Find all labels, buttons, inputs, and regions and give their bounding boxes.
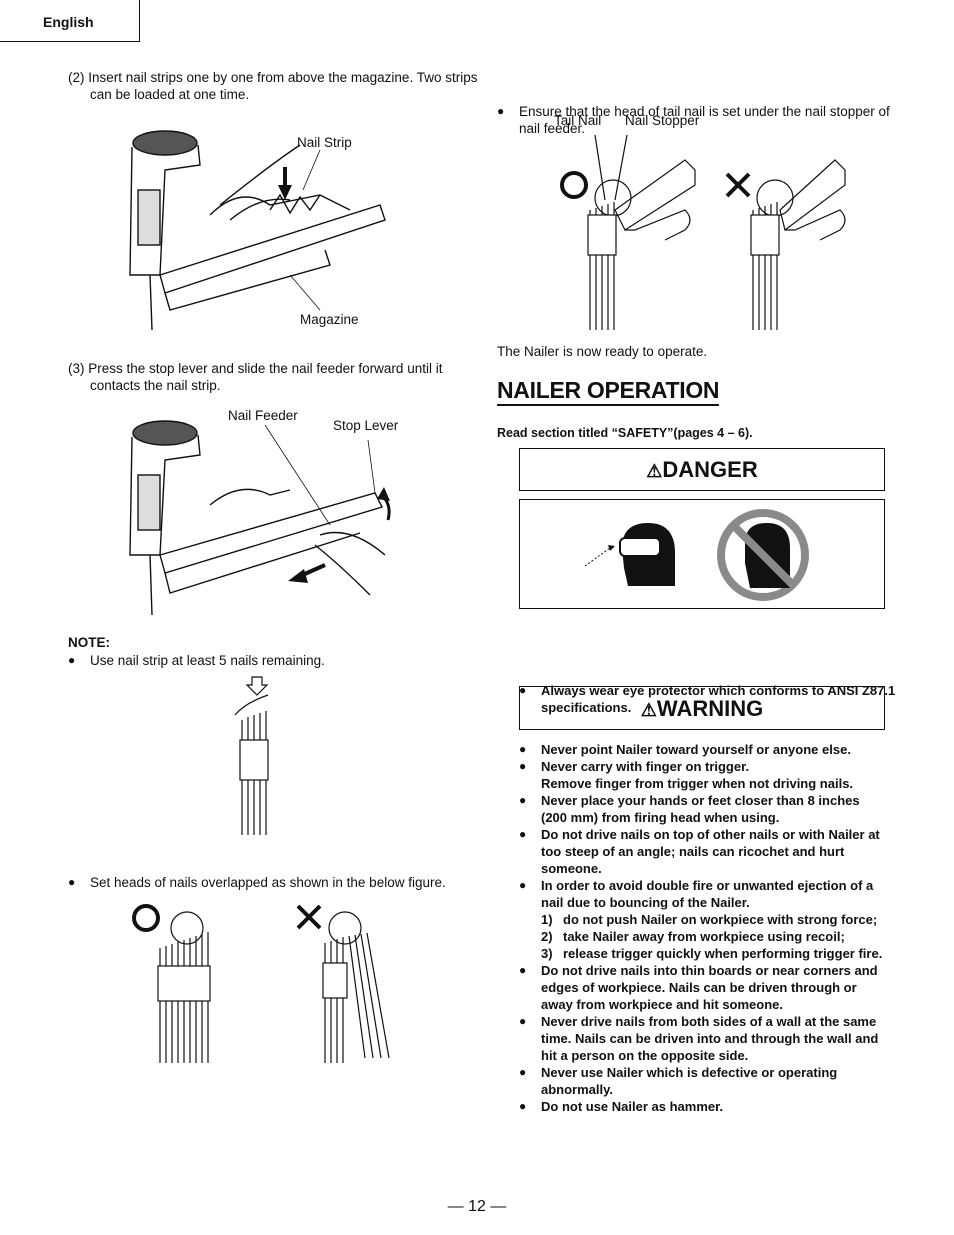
warning-subitem: 2)take Nailer away from workpiece using … — [541, 929, 845, 944]
warning-triangle-icon: ⚠ — [640, 700, 657, 720]
label-stop-lever: Stop Lever — [333, 418, 399, 433]
warning-item: In order to avoid double fire or unwante… — [519, 877, 885, 911]
warning-item: Never carry with finger on trigger. — [519, 758, 885, 775]
bullet-tail-nail: Ensure that the head of tail nail is set… — [497, 103, 909, 137]
label-tail-nail: Tail Nail — [554, 113, 602, 128]
figure-nail-feeder — [129, 420, 391, 616]
warning-item: Never place your hands or feet closer th… — [519, 792, 885, 826]
warning-item: Never use Nailer which is defective or o… — [519, 1064, 885, 1098]
section-title: NAILER OPERATION — [497, 377, 720, 406]
label-nail-stopper: Nail Stopper — [625, 113, 700, 128]
warning-item: Never drive nails from both sides of a w… — [519, 1013, 885, 1064]
warning-item: Never point Nailer toward yourself or an… — [519, 741, 885, 758]
figure-nail-strip-loading — [129, 130, 386, 331]
label-nail-strip: Nail Strip — [297, 135, 352, 150]
read-section-text: Read section titled “SAFETY”(pages 4 – 6… — [497, 426, 753, 440]
correct-mark-icon — [132, 904, 160, 932]
warning-triangle-icon: ⚠ — [646, 461, 663, 481]
page-number: — 12 — — [447, 1198, 507, 1215]
danger-box: ⚠DANGER — [519, 448, 885, 491]
note-item-1: Use nail strip at least 5 nails remainin… — [68, 652, 480, 669]
ready-text: The Nailer is now ready to operate. — [497, 344, 708, 359]
warning-item: Do not drive nails on top of other nails… — [519, 826, 885, 877]
warning-list: Never point Nailer toward yourself or an… — [519, 741, 885, 1115]
pictogram-box — [519, 499, 885, 609]
step-3: (3) Press the stop lever and slide the n… — [68, 361, 443, 393]
step-2: (2) Insert nail strips one by one from a… — [68, 70, 478, 102]
warning-item: Do not use Nailer as hammer. — [519, 1098, 885, 1115]
warning-box: ⚠WARNING — [519, 686, 885, 730]
note-item-2: Set heads of nails overlapped as shown i… — [68, 874, 480, 891]
language-label: English — [43, 14, 94, 30]
language-tab: English — [0, 0, 140, 42]
warning-item: Do not drive nails into thin boards or n… — [519, 962, 885, 1013]
figure-nail-heads-overlap — [132, 904, 390, 1063]
figure-tail-nail-stopper — [560, 134, 846, 330]
note-title: NOTE: — [68, 635, 110, 650]
label-nail-feeder: Nail Feeder — [228, 408, 298, 423]
eye-protection-icon — [584, 523, 675, 586]
danger-title: DANGER — [662, 457, 758, 482]
warning-title: WARNING — [656, 696, 764, 721]
correct-mark-icon — [560, 171, 588, 199]
warning-subitem: 3)release trigger quickly when performin… — [541, 946, 883, 961]
label-magazine: Magazine — [300, 312, 359, 327]
warning-item-continuation: Remove finger from trigger when not driv… — [541, 776, 854, 791]
warning-subitem: 1)do not push Nailer on workpiece with s… — [541, 912, 878, 927]
figure-nail-strip-minimum — [234, 676, 269, 835]
no-protection-prohibited-icon — [717, 509, 809, 601]
